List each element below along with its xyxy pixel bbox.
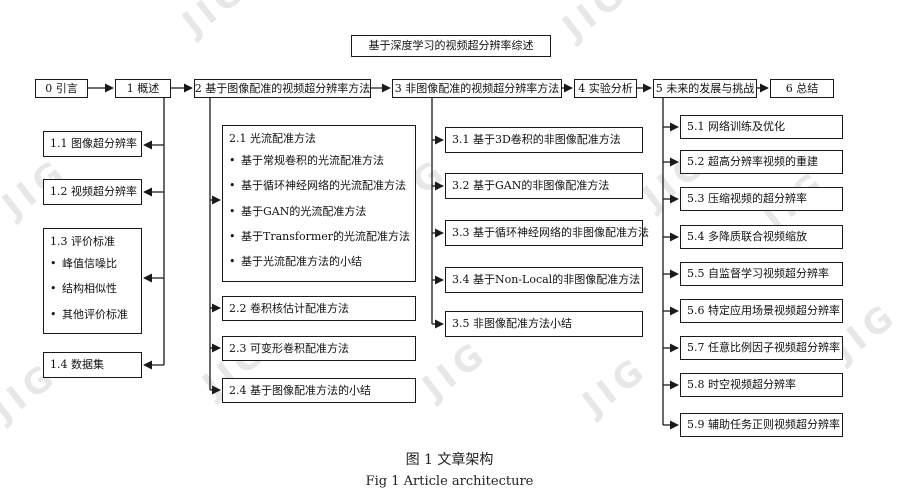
- section-1-4-node: 1.4 数据集: [43, 352, 142, 378]
- bullet-dot: •: [50, 307, 57, 321]
- bullet-item: • 基于GAN的光流配准方法: [229, 205, 415, 218]
- section-2-2-node: 2.2 卷积核估计配准方法: [222, 296, 416, 321]
- section-3-3-node: 3.3 基于循环神经网络的非图像配准方法: [445, 220, 649, 246]
- section-5-8-node: 5.8 时空视频超分辨率: [680, 373, 843, 397]
- section-2-1-node: 2.1 光流配准方法 • 基于常规卷积的光流配准方法 • 基于循环神经网络的光流配准…: [222, 125, 416, 282]
- chapter-3-node: 3 非图像配准的视频超分辨率方法: [392, 79, 562, 98]
- section-3-2-node: 3.2 基于GAN的非图像配准方法: [445, 173, 643, 199]
- bullet-item: • 基于循环神经网络的光流配准方法: [229, 179, 415, 192]
- section-1-1-node: 1.1 图像超分辨率: [43, 131, 142, 157]
- section-5-2-node: 5.2 超高分辨率视频的重建: [680, 150, 843, 174]
- bullet-text: 基于循环神经网络的光流配准方法: [241, 179, 406, 193]
- bullet-text: 基于GAN的光流配准方法: [241, 204, 367, 218]
- bullet-dot: •: [229, 204, 236, 218]
- section-5-4-node: 5.4 多降质联合视频缩放: [680, 225, 843, 249]
- bullet-dot: •: [229, 229, 236, 243]
- section-5-1-node: 5.1 网络训练及优化: [680, 115, 843, 139]
- section-5-9-node: 5.9 辅助任务正则视频超分辨率: [680, 413, 843, 437]
- bullet-text: 结构相似性: [62, 282, 117, 296]
- section-2-3-node: 2.3 可变形卷积配准方法: [222, 336, 416, 361]
- section-5-3-node: 5.3 压缩视频的超分辨率: [680, 187, 843, 211]
- bullet-item: • 其他评价标准: [50, 308, 141, 321]
- bullet-text: 基于光流配准方法的小结: [241, 254, 362, 268]
- bullet-dot: •: [50, 257, 57, 271]
- diagram-title: 基于深度学习的视频超分辨率综述: [351, 35, 551, 57]
- bullet-item: • 峰值信噪比: [50, 257, 141, 270]
- section-5-5-node: 5.5 自监督学习视频超分辨率: [680, 262, 843, 286]
- figure-caption-english: Fig 1 Article architecture: [365, 474, 534, 489]
- bullet-dot: •: [50, 282, 57, 296]
- figure-caption-chinese: 图 1 文章架构: [405, 452, 494, 468]
- section-1-3-node: 1.3 评价标准 • 峰值信噪比 • 结构相似性 • 其他评价标准: [43, 228, 142, 334]
- bullet-item: • 基于光流配准方法的小结: [229, 255, 415, 268]
- section-3-4-node: 3.4 基于Non-Local的非图像配准方法: [445, 267, 643, 293]
- chapter-0-node: 0 引言: [35, 79, 88, 98]
- chapter-6-node: 6 总结: [770, 79, 834, 98]
- section-2-4-node: 2.4 基于图像配准方法的小结: [222, 378, 416, 403]
- section-2-1-title: 2.1 光流配准方法: [229, 132, 316, 145]
- chapter-1-node: 1 概述: [115, 79, 171, 98]
- bullet-item: • 基于常规卷积的光流配准方法: [229, 154, 415, 167]
- bullet-dot: •: [229, 179, 236, 193]
- section-1-2-node: 1.2 视频超分辨率: [43, 179, 142, 205]
- bullet-item: • 结构相似性: [50, 282, 141, 295]
- bullet-dot: •: [229, 254, 236, 268]
- section-3-5-node: 3.5 非图像配准方法小结: [445, 311, 643, 337]
- section-5-6-node: 5.6 特定应用场景视频超分辨率: [680, 299, 843, 323]
- bullet-text: 基于常规卷积的光流配准方法: [241, 154, 384, 168]
- chapter-4-node: 4 实验分析: [574, 79, 637, 98]
- bullet-dot: •: [229, 154, 236, 168]
- bullet-text: 峰值信噪比: [62, 257, 117, 271]
- section-1-3-title: 1.3 评价标准: [50, 235, 115, 248]
- chapter-5-node: 5 未来的发展与挑战: [653, 79, 757, 98]
- bullet-text: 其他评价标准: [62, 307, 128, 321]
- bullet-item: • 基于Transformer的光流配准方法: [229, 230, 415, 243]
- section-3-1-node: 3.1 基于3D卷积的非图像配准方法: [445, 127, 643, 153]
- bullet-text: 基于Transformer的光流配准方法: [241, 229, 411, 243]
- section-5-7-node: 5.7 任意比例因子视频超分辨率: [680, 336, 843, 360]
- chapter-2-node: 2 基于图像配准的视频超分辨率方法: [194, 79, 371, 98]
